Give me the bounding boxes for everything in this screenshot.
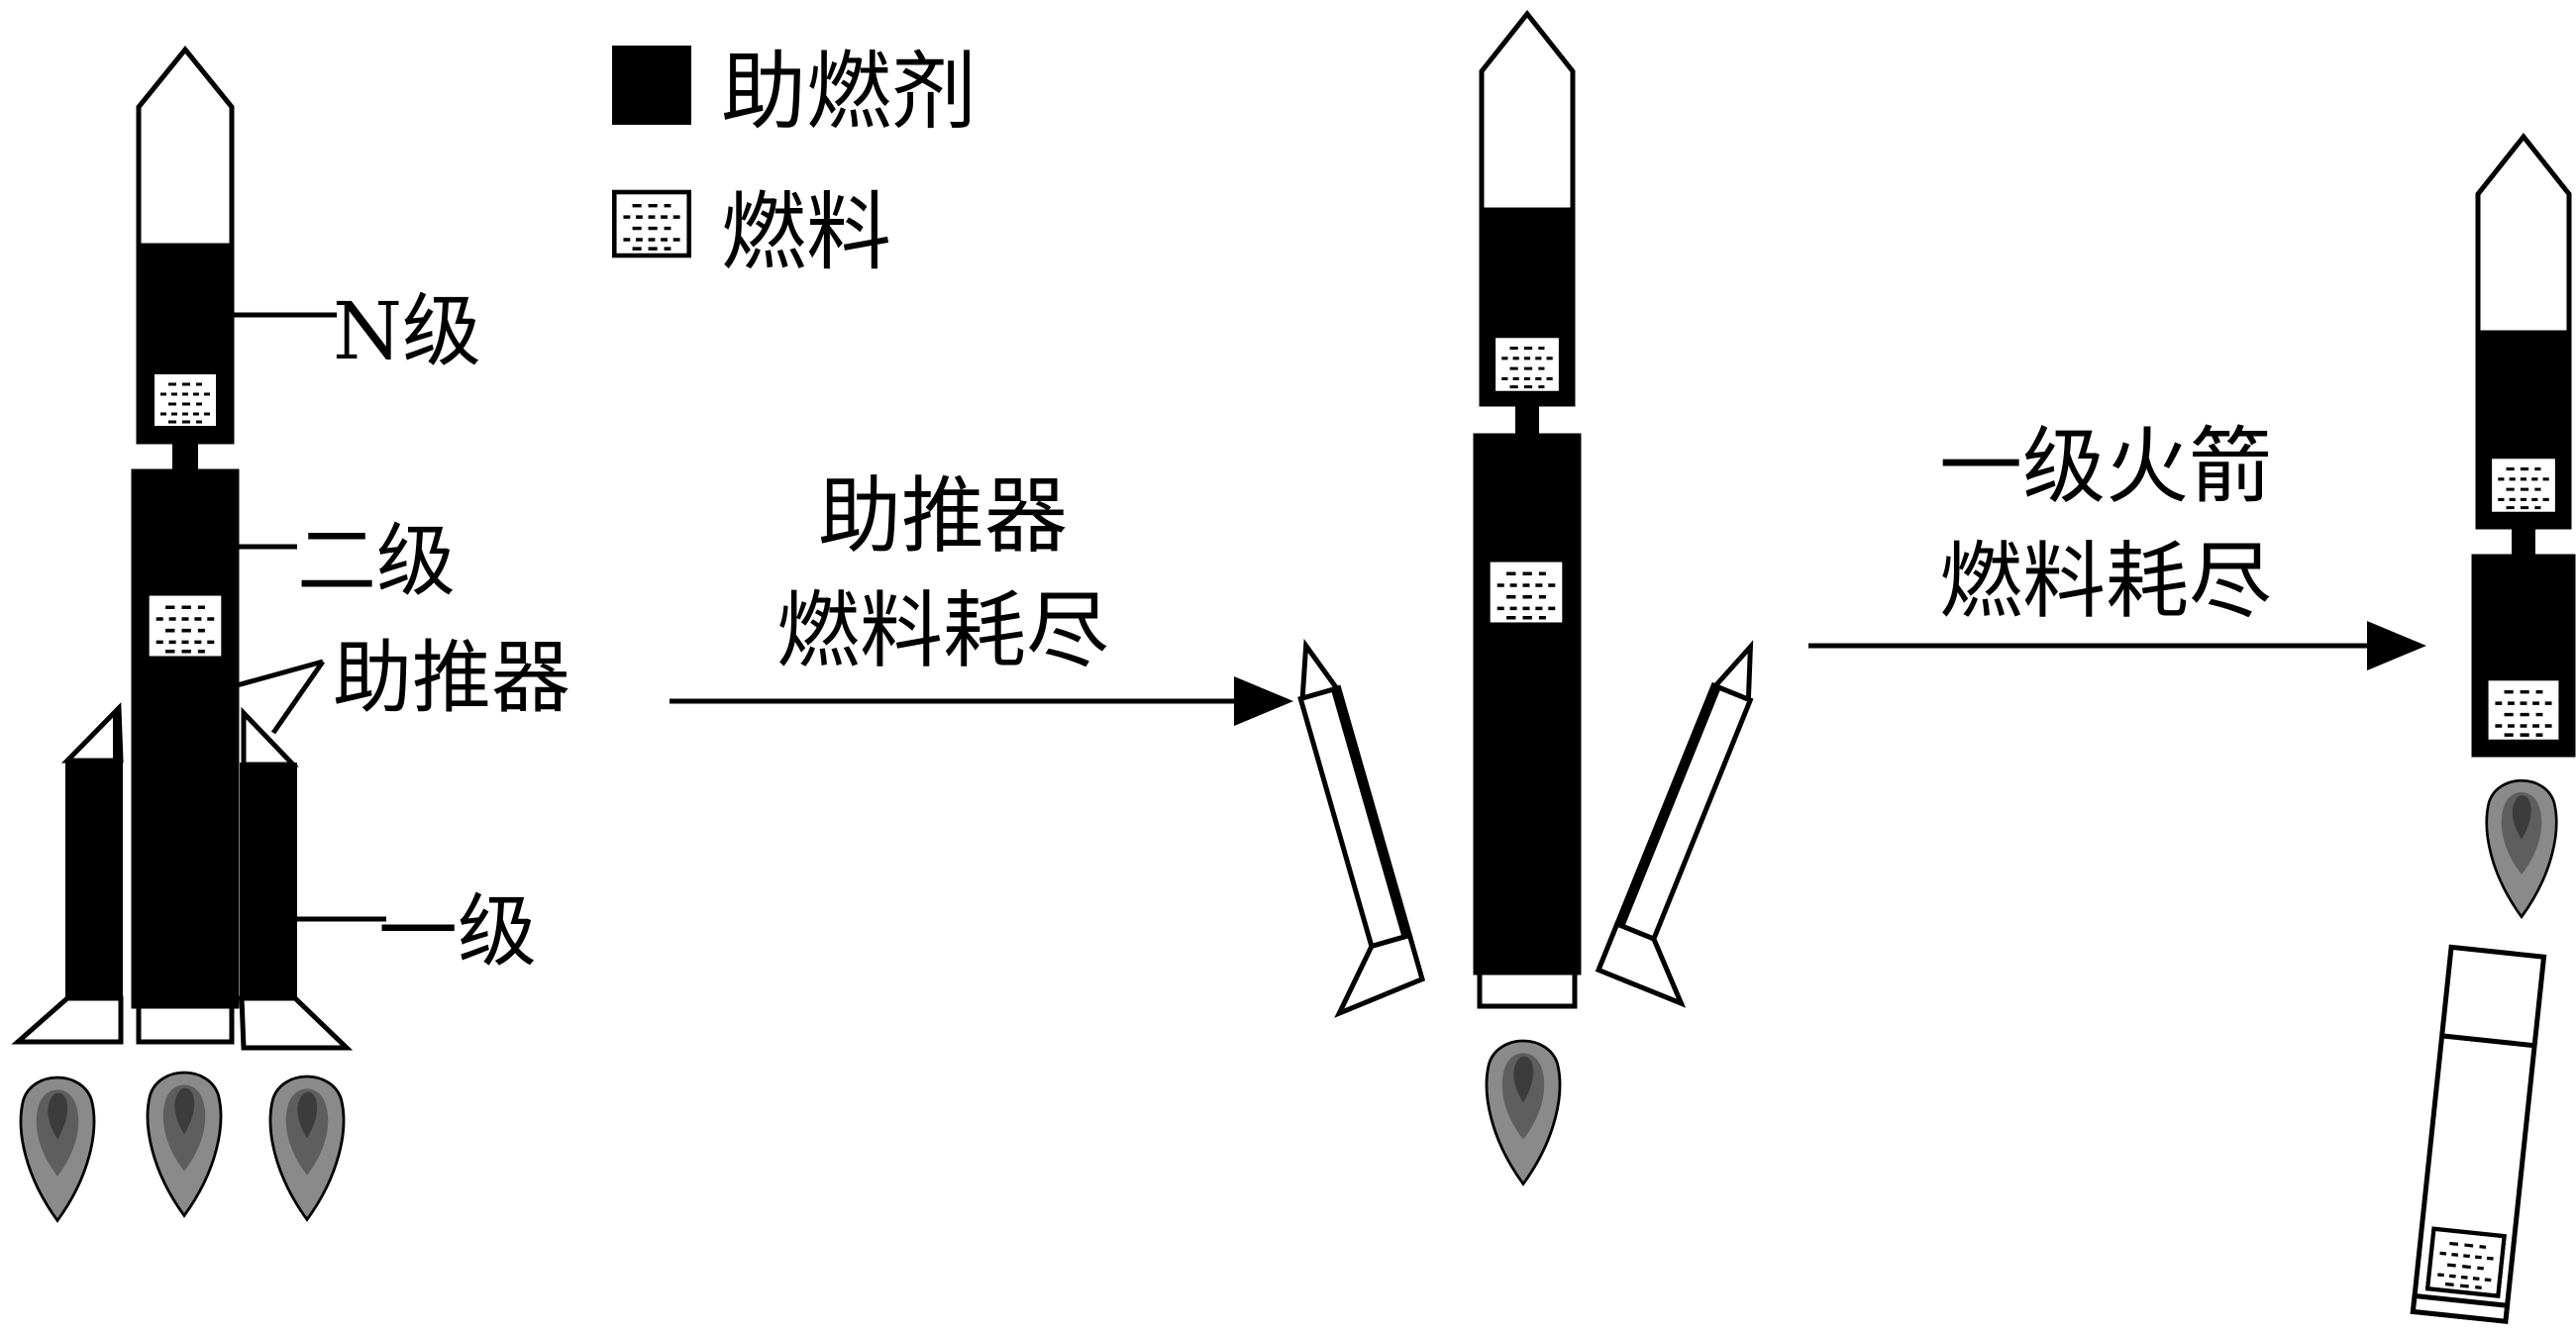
rocket3-interstage bbox=[2512, 527, 2535, 557]
arrow1-caption-line2: 燃料耗尽 bbox=[776, 582, 1109, 679]
rocket3-stage-two-fuel bbox=[2486, 678, 2560, 742]
leader-booster-left bbox=[229, 659, 324, 690]
leader-booster-right bbox=[270, 660, 326, 735]
label-stage-two: 二级 bbox=[297, 515, 456, 607]
transition-arrow-1: 助推器 燃料耗尽 bbox=[670, 467, 1293, 726]
rocket1-stage-one-fuel bbox=[136, 1003, 235, 1045]
rocket1-left-flame bbox=[19, 1076, 96, 1222]
label-boosters: 助推器 bbox=[333, 632, 570, 724]
legend-fuel-label: 燃料 bbox=[721, 183, 891, 282]
legend-fuel-swatch bbox=[614, 192, 688, 256]
rocket3-nose-cone bbox=[2475, 132, 2572, 336]
rocket2-core-fuel bbox=[1488, 560, 1564, 625]
arrow1-caption-line1: 助推器 bbox=[818, 467, 1068, 565]
rocket2-left-booster-detached bbox=[1297, 638, 1426, 1018]
rocket2-right-booster-detached bbox=[1595, 640, 1754, 1008]
rocket3-stage-n-fuel bbox=[2490, 457, 2557, 514]
arrow2-caption-line2: 燃料耗尽 bbox=[1939, 533, 2272, 630]
label-stage-n: N级 bbox=[333, 285, 481, 377]
legend-oxidizer-label: 助燃剂 bbox=[721, 43, 977, 142]
rocket1-nose-cone bbox=[136, 46, 235, 249]
transition-arrow-2: 一级火箭 燃料耗尽 bbox=[1808, 418, 2426, 670]
rocket1-center-flame bbox=[146, 1071, 223, 1218]
rocket3-stage-one-detached bbox=[2410, 944, 2547, 1324]
arrow2-caption-line1: 一级火箭 bbox=[1939, 418, 2272, 515]
rocket1-right-flame bbox=[268, 1075, 346, 1221]
rocket-after-stage-one-separation bbox=[2410, 132, 2576, 1324]
rocket1-stage-two-oxidizer bbox=[131, 468, 240, 1009]
rocket1-interstage bbox=[172, 442, 198, 471]
label-stage-one: 一级 bbox=[378, 885, 537, 977]
rocket2-flame bbox=[1485, 1039, 1562, 1186]
rocket1-left-booster bbox=[11, 702, 124, 1045]
rocket2-stage-one-empty bbox=[1477, 970, 1578, 1009]
legend-oxidizer-swatch bbox=[612, 46, 691, 125]
rocket-after-booster-separation bbox=[1297, 9, 1754, 1186]
rocket-full-assembly: N级 二级 助推器 一级 bbox=[11, 46, 570, 1222]
rocket3-flame bbox=[2485, 778, 2558, 919]
rocket2-nose-cone bbox=[1479, 9, 1576, 213]
rocket2-interstage bbox=[1515, 404, 1539, 436]
rocket1-stage-two-fuel bbox=[147, 593, 223, 659]
rocket2-core-oxidizer bbox=[1473, 433, 1582, 976]
rocket1-right-booster bbox=[239, 706, 354, 1051]
legend: 助燃剂 燃料 bbox=[612, 43, 977, 282]
rocket1-stage-n-fuel bbox=[153, 372, 218, 428]
rocket2-stage-n-fuel bbox=[1494, 336, 1561, 393]
